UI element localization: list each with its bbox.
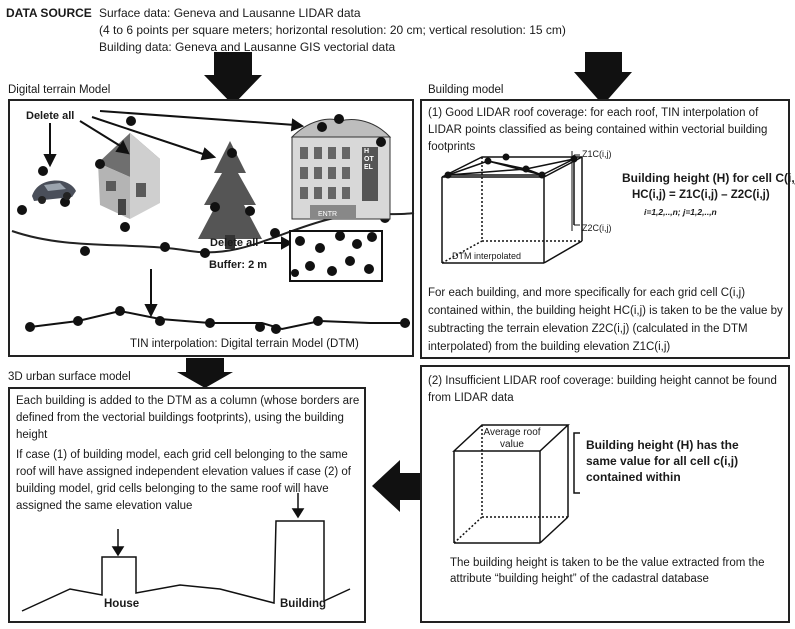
z1-label: Z1C(i,j) — [582, 149, 612, 159]
delete-all-label-2: Delete all — [210, 237, 259, 249]
case1-description: For each building, and more specifically… — [428, 287, 783, 353]
tree-icon — [198, 141, 262, 249]
tin-roof-box-diagram — [441, 151, 583, 264]
height-formula: HC(i,j) = Z1C(i,j) – Z2C(i,j) — [632, 189, 770, 201]
case1-title: (1) Good LIDAR roof coverage: for each r… — [428, 107, 768, 153]
case2-panel: (2) Insufficient LIDAR roof coverage: bu… — [420, 365, 790, 623]
urban-section-title: 3D urban surface model — [8, 371, 131, 383]
urban-paragraph-1: Each building is added to the DTM as a c… — [16, 395, 360, 441]
arrow-down-building — [574, 52, 632, 105]
car-icon — [32, 166, 76, 204]
building-data-text: Building data: Geneva and Lausanne GIS v… — [99, 40, 396, 54]
hotel-building-icon — [290, 114, 392, 220]
dtm-interpolated-label: DTM interpolated — [452, 251, 522, 261]
hotel-sign: HOTEL — [364, 148, 374, 171]
urban-paragraph-2: If case (1) of building model, each grid… — [16, 449, 351, 512]
urban-surface-panel: Each building is added to the DTM as a c… — [8, 387, 366, 623]
arrow-down-urban — [177, 358, 233, 388]
average-roof-box-diagram — [452, 424, 580, 544]
case2-title: (2) Insufficient LIDAR roof coverage: bu… — [428, 375, 777, 404]
height-title: Building height (H) for cell C(i,j) — [622, 171, 795, 185]
hotel-door-sign: ENTR — [318, 211, 338, 218]
dtm-panel: Delete all HOTEL ENTR Delete all Buffer:… — [8, 99, 415, 357]
tin-caption: TIN interpolation: Digital terrain Model… — [130, 338, 359, 350]
building-label: Building — [280, 598, 326, 610]
surface-data-text: Surface data: Geneva and Lausanne LIDAR … — [99, 6, 361, 20]
resolution-text: (4 to 6 points per square meters; horizo… — [99, 23, 566, 37]
case2-description: The building height is taken to be the v… — [450, 557, 765, 585]
building-section-title: Building model — [428, 84, 504, 96]
building-model-panel: (1) Good LIDAR roof coverage: for each r… — [420, 99, 795, 359]
dtm-illustration — [11, 110, 415, 334]
buffer-label: Buffer: 2 m — [209, 259, 268, 271]
dtm-section-title: Digital terrain Model — [8, 84, 111, 96]
index-range: i=1,2,..,n; j=1,2,..,n — [644, 207, 717, 217]
average-roof-label: Average roof value — [483, 427, 541, 450]
house-icon — [95, 116, 160, 219]
arrow-left-building-to-urban — [372, 460, 420, 512]
delete-all-label-1: Delete all — [26, 110, 75, 122]
urban-profile-diagram — [21, 493, 351, 612]
house-label: House — [104, 598, 140, 610]
z2-label: Z2C(i,j) — [582, 223, 612, 233]
arrow-down-dtm — [204, 52, 262, 105]
case2-height-statement: Building height (H) has the same value f… — [586, 438, 739, 484]
data-source-label: DATA SOURCE — [6, 6, 92, 20]
